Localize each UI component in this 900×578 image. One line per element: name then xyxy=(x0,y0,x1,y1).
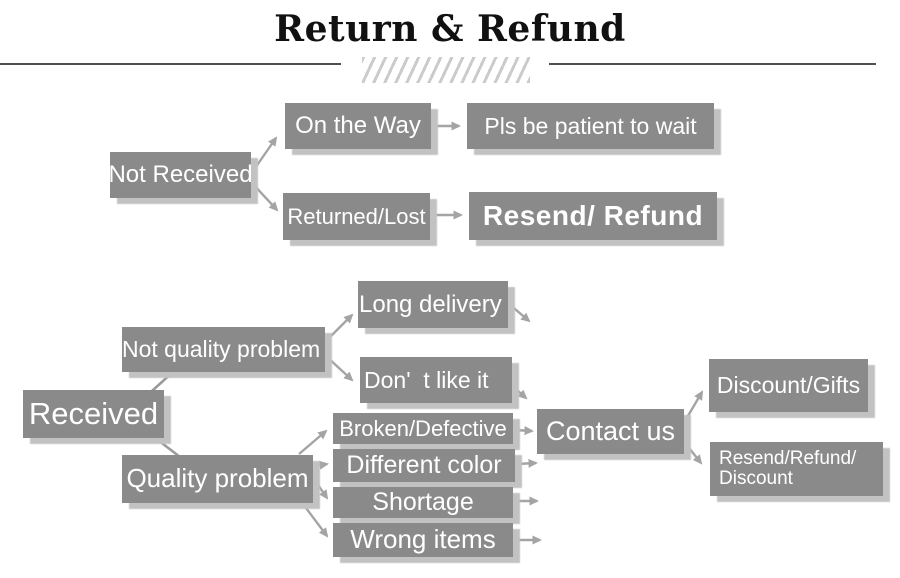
node-long-delivery: Long delivery xyxy=(358,281,508,328)
node-shortage: Shortage xyxy=(333,487,513,518)
edge-contact-to-resend-discount xyxy=(684,442,703,465)
edge-quality-to-different xyxy=(313,460,329,470)
title-rule-right xyxy=(549,63,876,65)
page-title: Return & Refund xyxy=(274,8,626,50)
node-different-color: Different color xyxy=(333,449,515,482)
edge-received-to-quality-problem xyxy=(153,435,181,459)
node-on-the-way: On the Way xyxy=(285,103,431,149)
node-not-quality-problem: Not quality problem xyxy=(122,327,325,372)
edge-not-quality-to-dont-like xyxy=(326,356,354,382)
node-broken-defective: Broken/Defective xyxy=(333,413,513,444)
node-resend-refund-discount: Resend/Refund/ Discount xyxy=(710,442,883,496)
edge-different-to-contact xyxy=(516,458,539,468)
edge-contact-to-discount-gifts xyxy=(683,390,704,422)
node-contact-us: Contact us xyxy=(537,409,684,454)
edge-quality-to-wrong xyxy=(302,503,329,538)
edge-not-quality-to-long-delivery xyxy=(326,313,354,341)
node-dont-like-it: Don' t like it xyxy=(360,357,512,403)
node-returned-lost: Returned/Lost xyxy=(283,193,430,240)
node-discount-gifts: Discount/Gifts xyxy=(709,359,868,412)
title-rule-left xyxy=(0,63,341,65)
edge-quality-to-shortage xyxy=(313,478,329,500)
node-pls-be-patient: Pls be patient to wait xyxy=(467,103,714,149)
node-received: Received xyxy=(23,390,164,438)
edge-received-to-not-quality-problem xyxy=(151,370,175,392)
edge-long-delivery-out xyxy=(507,302,531,323)
edge-not-received-to-on-the-way xyxy=(252,136,278,172)
node-not-received: Not Received xyxy=(108,152,253,198)
edge-broken-to-contact xyxy=(514,426,535,436)
node-resend-refund: Resend/ Refund xyxy=(469,192,717,240)
edge-not-received-to-returned-lost xyxy=(252,183,279,212)
node-quality-problem: Quality problem xyxy=(122,455,313,503)
edge-quality-to-broken xyxy=(298,429,328,455)
node-wrong-items: Wrong items xyxy=(333,523,513,557)
title-hatch-decoration xyxy=(362,57,530,83)
